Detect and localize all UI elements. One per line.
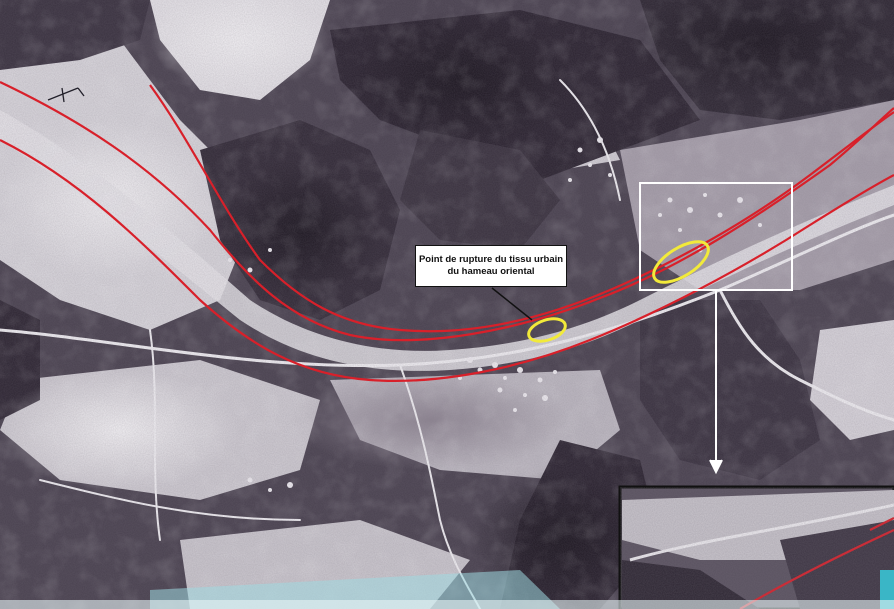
- bottom-edge: [0, 600, 894, 609]
- callout-line-2: du hameau oriental: [447, 266, 535, 277]
- highlight-ellipse-west: [527, 317, 567, 343]
- callout-label: Point de rupture du tissu urbain du hame…: [415, 245, 567, 287]
- callout-line-1: Point de rupture du tissu urbain: [418, 254, 564, 265]
- callout-pointer: [491, 287, 533, 321]
- zoom-connector-arrow-icon: [709, 459, 723, 475]
- zoom-frame: [639, 182, 793, 475]
- corridor-lines: [0, 81, 894, 382]
- bottom-cyan-tint: [150, 570, 560, 609]
- corridor-line-south: [0, 139, 894, 382]
- corridor-line-north: [0, 81, 894, 342]
- compass-mark-icon: [47, 87, 85, 103]
- highlight-ellipses: [527, 240, 710, 343]
- inset-zoom-photo: [618, 485, 894, 609]
- highlight-ellipse-east: [652, 240, 710, 284]
- corridor-line-middle: [149, 84, 894, 333]
